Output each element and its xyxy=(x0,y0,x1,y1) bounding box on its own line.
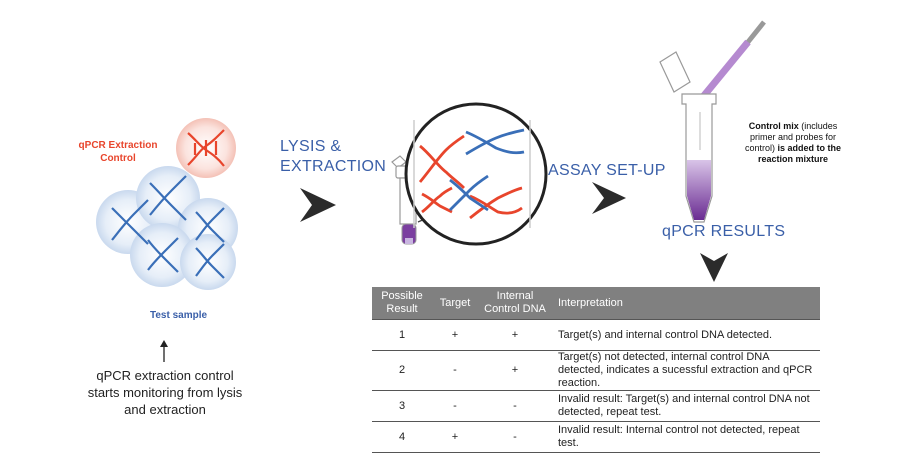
cell-target: + xyxy=(432,319,478,351)
header-interpretation: Interpretation xyxy=(552,287,820,320)
table-row: 3 - - Invalid result: Target(s) and inte… xyxy=(372,390,820,422)
control-mix-note: Control mix (includes primer and probes … xyxy=(738,121,848,165)
control-label: qPCR Extraction Control xyxy=(78,140,158,164)
cell-target: + xyxy=(432,421,478,453)
cell-target: - xyxy=(432,390,478,422)
red-dna-icon xyxy=(187,129,225,167)
cell-interpretation: Target(s) not detected, internal control… xyxy=(552,350,820,391)
header-possible-result: Possible Result xyxy=(372,287,432,320)
sample-label: Test sample xyxy=(150,310,208,321)
sample-cells xyxy=(96,166,238,290)
monitor-note: qPCR extraction control starts monitorin… xyxy=(87,368,243,417)
table-row: 4 + - Invalid result: Internal control n… xyxy=(372,421,820,453)
header-internal-control: Internal Control DNA xyxy=(478,287,552,320)
cell-control: - xyxy=(478,421,552,453)
reaction-tube-icon xyxy=(659,51,717,223)
cell-target: - xyxy=(432,350,478,391)
step-qpcr-results: qPCR RESULTS xyxy=(662,223,786,240)
cell-control: - xyxy=(478,390,552,422)
cell-interpretation: Invalid result: Internal control not det… xyxy=(552,421,820,453)
cell-interpretation: Invalid result: Target(s) and internal c… xyxy=(552,390,820,422)
control-cell xyxy=(176,118,236,178)
blue-dna-icon xyxy=(111,175,225,279)
control-mix-added: is added to the reaction mixture xyxy=(757,143,842,164)
magnified-dna-view xyxy=(404,102,548,246)
chevron-right-icon xyxy=(592,182,626,214)
table-row: 2 - + Target(s) not detected, internal c… xyxy=(372,350,820,391)
cell-control: + xyxy=(478,319,552,351)
results-table: Possible Result Target Internal Control … xyxy=(372,287,820,453)
control-mix-bold: Control mix xyxy=(748,121,799,131)
cell-result: 4 xyxy=(372,421,432,453)
chevron-down-icon xyxy=(700,253,728,282)
step-assay-setup: ASSAY SET-UP xyxy=(548,162,666,179)
up-arrow-icon xyxy=(160,340,168,362)
table-header-row: Possible Result Target Internal Control … xyxy=(372,287,820,320)
header-target: Target xyxy=(432,287,478,320)
cell-result: 2 xyxy=(372,350,432,391)
cell-result: 1 xyxy=(372,319,432,351)
cell-interpretation: Target(s) and internal control DNA detec… xyxy=(552,319,820,351)
step-lysis-extraction: LYSIS & EXTRACTION xyxy=(280,138,387,175)
table-row: 1 + + Target(s) and internal control DNA… xyxy=(372,319,820,351)
chevron-right-icon xyxy=(300,188,336,222)
cell-control: + xyxy=(478,350,552,391)
control-mix-detail: (includes primer and probes for control) xyxy=(744,121,838,153)
cell-result: 3 xyxy=(372,390,432,422)
